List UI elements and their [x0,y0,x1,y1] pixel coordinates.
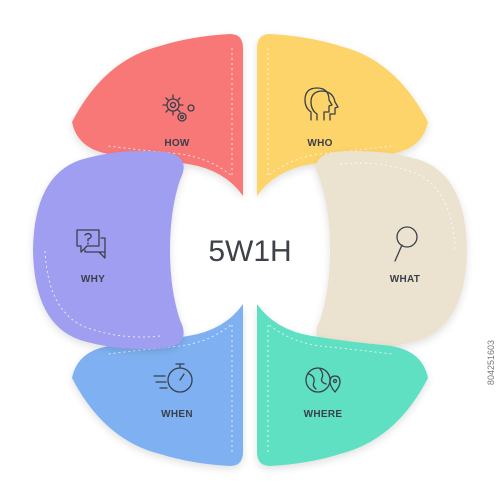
segment-when-shape [72,304,243,466]
center-title: 5W1H [208,235,291,268]
segment-who-label: WHO [307,138,332,149]
segment-how-label: HOW [164,138,190,149]
stopwatch-icon [153,363,193,393]
segment-what-label: WHAT [390,274,420,285]
gears-icon [162,94,195,122]
segment-why-label: WHY [81,274,105,285]
segment-where-label: WHERE [304,409,343,420]
segment-when-label: WHEN [161,409,193,420]
magnifier-icon [394,226,418,262]
segment-how-shape [72,34,243,196]
segment-when: WHEN [72,304,243,466]
segment-who: WHO [257,34,428,196]
segment-who-shape [257,34,428,196]
segment-why-shape [33,151,184,349]
question-chat-icon [76,229,106,259]
head-profile-icon [304,87,339,121]
watermark-id: 804251603 [486,340,496,386]
segment-what-shape [316,151,467,349]
segment-how: HOW [72,34,243,196]
segment-what: WHAT [316,151,467,349]
segment-why: WHY [33,151,184,349]
segment-where: WHERE [257,304,428,466]
globe-pin-icon [305,367,341,393]
segment-where-shape [257,304,428,466]
